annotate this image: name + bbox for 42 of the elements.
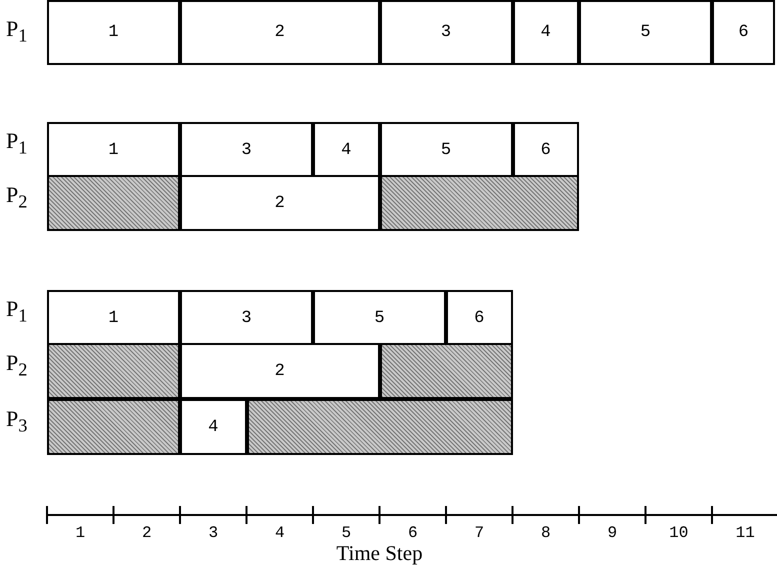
tick-label: 2 [142, 524, 152, 542]
task-block: 6 [446, 290, 512, 346]
task-block: 4 [512, 0, 579, 65]
task-block: 2 [180, 0, 380, 65]
task-block: 2 [180, 175, 380, 231]
processor-label: P$_{1}$ [6, 296, 28, 326]
idle-block [246, 399, 512, 455]
idle-block [47, 399, 180, 455]
task-block: 6 [712, 0, 775, 65]
processor-label: P$_{3}$ [6, 406, 28, 436]
task-block: 3 [380, 0, 512, 65]
idle-block [380, 175, 579, 231]
task-block: 3 [180, 122, 313, 178]
idle-block [47, 175, 180, 231]
task-block: 2 [180, 343, 380, 399]
axis-title: Time Step [336, 541, 423, 566]
tick-label: 1 [75, 524, 86, 542]
tick-label: 6 [408, 524, 418, 542]
tick-label: 5 [341, 524, 352, 542]
task-block: 5 [579, 0, 712, 65]
tick-label: 10 [669, 524, 688, 542]
processor-label: P$_{1}$ [6, 16, 28, 46]
task-block: 3 [180, 290, 313, 346]
task-block: 4 [313, 122, 380, 178]
tick-label: 8 [540, 524, 551, 542]
tick-label: 7 [474, 524, 484, 542]
task-block: 5 [380, 122, 512, 178]
idle-block [47, 343, 180, 399]
task-block: 1 [47, 290, 180, 346]
tick-label: 4 [274, 524, 285, 542]
task-block: 4 [180, 399, 246, 455]
task-block: 1 [47, 0, 180, 65]
task-block: 6 [512, 122, 579, 178]
task-block: 5 [313, 290, 446, 346]
tick-label: 9 [607, 524, 618, 542]
idle-block [380, 343, 512, 399]
processor-label: P$_{1}$ [6, 128, 28, 158]
tick-label: 3 [208, 524, 218, 542]
processor-label: P$_{2}$ [6, 182, 28, 212]
processor-label: P$_{2}$ [6, 350, 28, 380]
tick-label: 11 [736, 524, 755, 542]
task-block: 1 [47, 122, 180, 178]
